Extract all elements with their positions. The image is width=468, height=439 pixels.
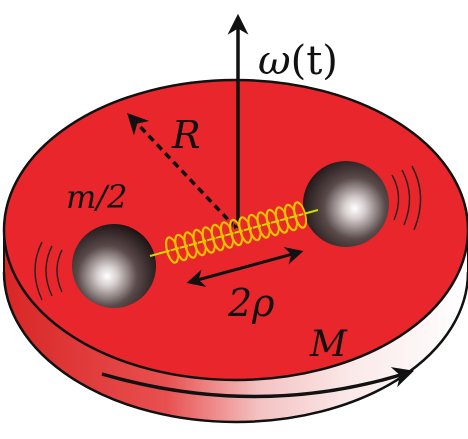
disk-top-face <box>2 78 468 382</box>
spring-coil-inner <box>296 204 306 225</box>
motion-lines-left <box>34 241 63 301</box>
separation-double-arrow <box>186 247 304 287</box>
separation-label: 2ρ <box>227 281 275 325</box>
disk-mass-label: M <box>309 324 348 365</box>
right-mass-ball <box>303 161 389 247</box>
radius-label: R <box>171 113 201 157</box>
motion-lines-right <box>391 165 422 231</box>
disk-bottom-edge <box>2 271 468 424</box>
rotation-direction-arrow <box>101 367 415 399</box>
omega-label: ω(t) <box>258 38 338 84</box>
spring-coil <box>293 201 307 229</box>
left-mass-ball <box>72 224 156 308</box>
mass-left-label: m/2 <box>66 178 127 216</box>
radius-dashed-arrow <box>127 112 238 230</box>
